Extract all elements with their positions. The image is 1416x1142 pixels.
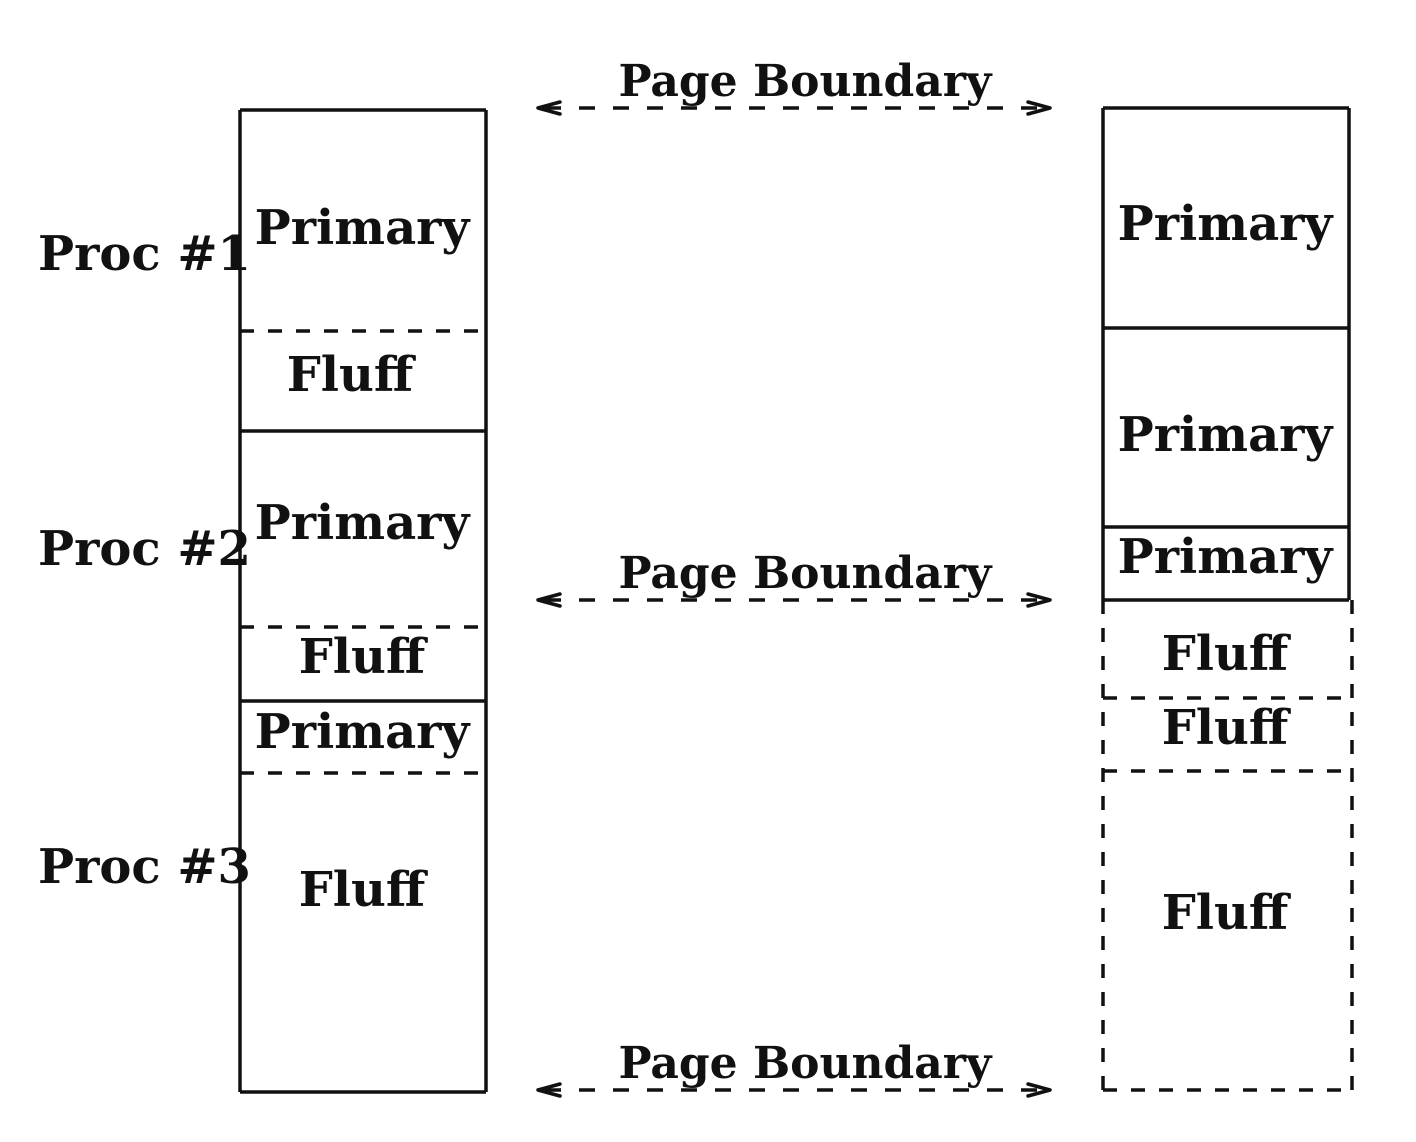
page-boundary-middle: Page Boundary (536, 548, 1052, 608)
proc-labels: Proc #1 Proc #2 Proc #3 (38, 226, 251, 895)
left-segment-label: Primary (255, 200, 472, 256)
page-boundary-bottom: Page Boundary (536, 1038, 1052, 1098)
right-segment-label: Fluff (1162, 626, 1291, 682)
right-segment-label: Primary (1118, 407, 1335, 463)
proc-label: Proc #2 (38, 521, 251, 577)
right-segment-label: Fluff (1162, 700, 1291, 756)
left-segment-label: Fluff (287, 347, 416, 403)
left-segment-label: Fluff (299, 862, 428, 918)
left-segment-label: Fluff (299, 629, 428, 685)
right-segment-label: Primary (1118, 196, 1335, 252)
left-column: Primary Fluff Primary Fluff Primary Fluf… (238, 108, 488, 1094)
page-boundary-top: Page Boundary (536, 56, 1052, 116)
right-column: Primary Primary Primary Fluff Fluff Fluf… (1101, 106, 1354, 1092)
right-segment-label: Primary (1118, 529, 1335, 585)
page-boundary-label: Page Boundary (618, 1038, 992, 1089)
page-boundary-label: Page Boundary (618, 548, 992, 599)
page-boundary-label: Page Boundary (618, 56, 992, 107)
left-segment-label: Primary (255, 495, 472, 551)
left-segment-label: Primary (255, 704, 472, 760)
proc-label: Proc #1 (38, 226, 251, 282)
right-segment-label: Fluff (1162, 885, 1291, 941)
proc-label: Proc #3 (38, 839, 251, 895)
